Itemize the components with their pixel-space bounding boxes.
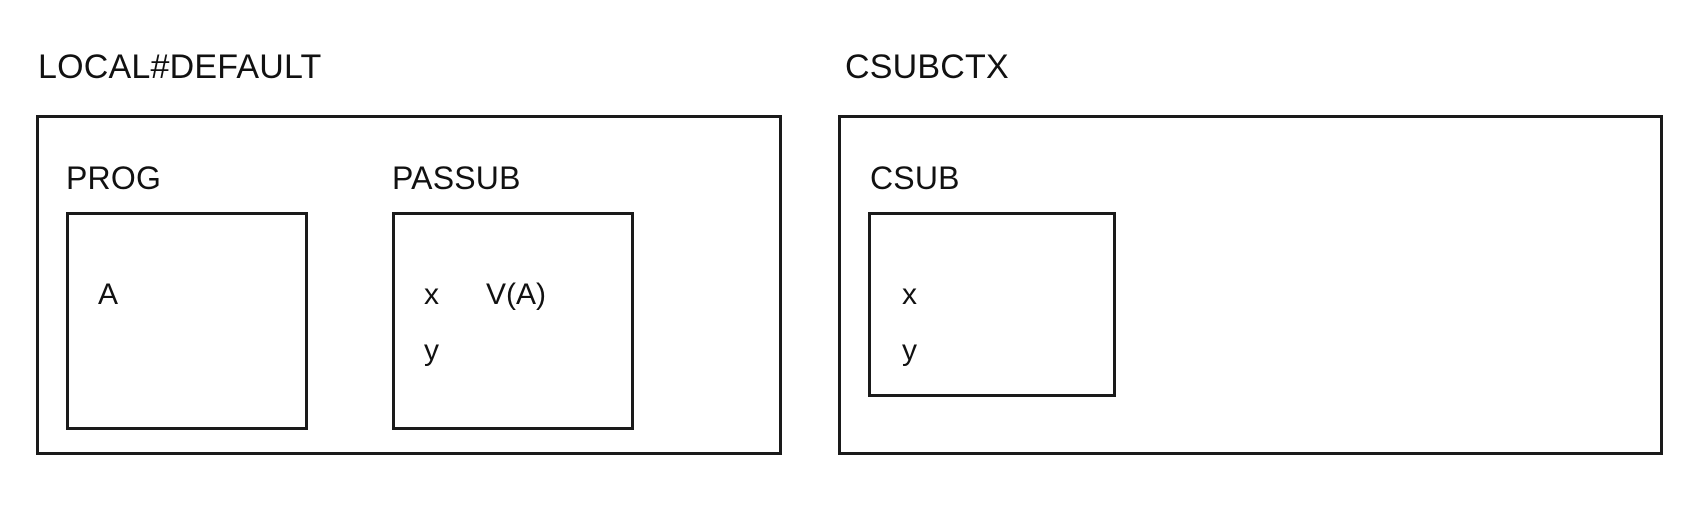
symbol-name: A [98,278,119,311]
scope-box-csub [868,212,1116,397]
symbol-entry: x V(A) [424,280,546,310]
symbol-name: y [424,334,439,367]
scope-box-passub [392,212,634,430]
symbol-name: y [902,334,917,367]
symbol-entry: A [98,280,160,310]
scope-label-passub: PASSUB [392,160,521,196]
symbol-value: V(A) [486,278,546,311]
symbol-entry: y [424,336,486,366]
symbol-name: x [902,278,917,311]
scope-label-csub: CSUB [870,160,960,196]
symbol-entry: y [902,336,964,366]
symbol-name: x [424,278,439,311]
group-label-local-default: LOCAL#DEFAULT [38,48,322,86]
scope-box-prog [66,212,308,430]
group-label-csubctx: CSUBCTX [845,48,1009,86]
symbol-entry: x [902,280,964,310]
scope-label-prog: PROG [66,160,162,196]
